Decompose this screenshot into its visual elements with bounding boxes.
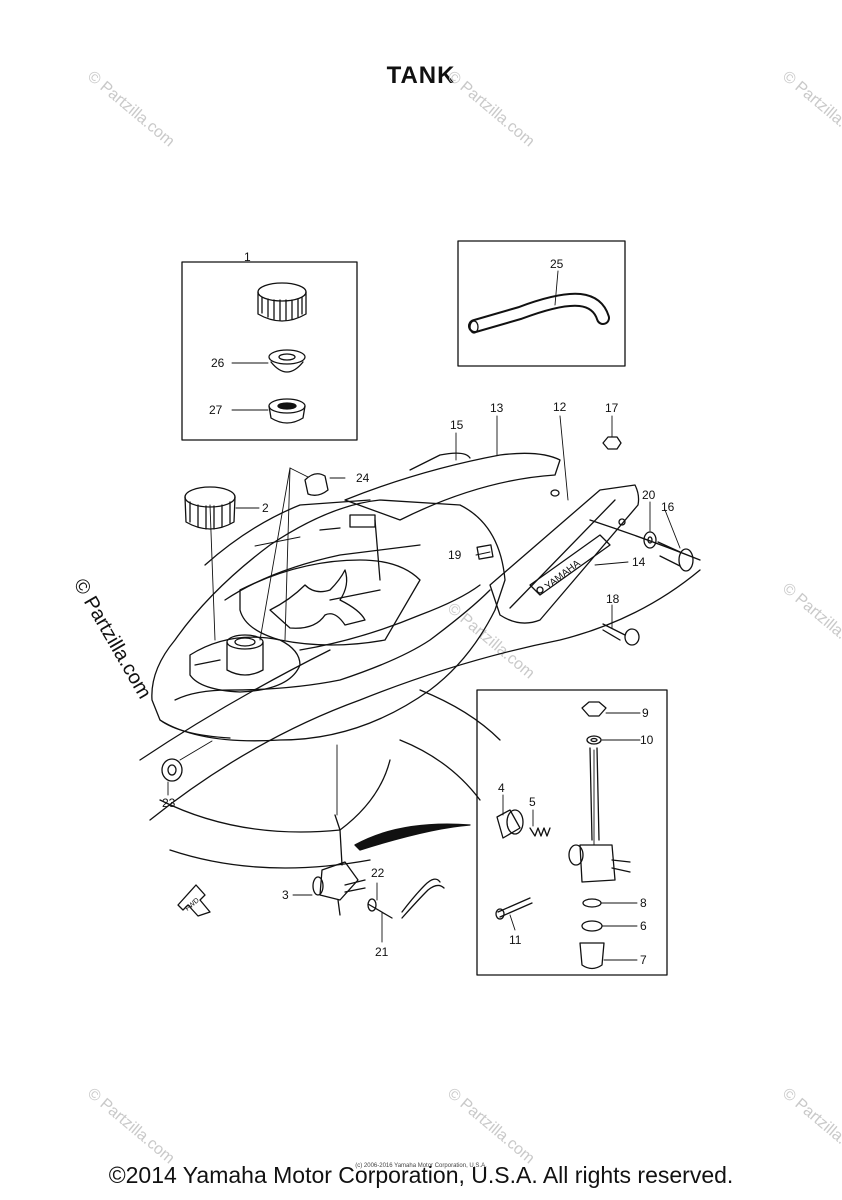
callout-16: 16 bbox=[661, 500, 675, 514]
copyright-footer: ©2014 Yamaha Motor Corporation, U.S.A. A… bbox=[108, 1162, 734, 1188]
callout-12: 12 bbox=[553, 400, 567, 414]
callout-7: 7 bbox=[640, 953, 647, 967]
callout-6: 6 bbox=[640, 919, 647, 933]
small-print: (c) 2006-2016 Yamaha Motor Corporation, … bbox=[355, 1163, 487, 1169]
callout-27: 27 bbox=[209, 403, 223, 417]
callout-8: 8 bbox=[640, 896, 647, 910]
callout-21: 21 bbox=[375, 945, 389, 959]
callout-19: 19 bbox=[448, 548, 462, 562]
callout-3: 3 bbox=[282, 888, 289, 902]
inset-box-cap bbox=[181, 261, 358, 441]
leader-lines bbox=[167, 270, 681, 961]
callout-5: 5 bbox=[529, 795, 536, 809]
fuel-tank bbox=[151, 452, 561, 742]
callout-15: 15 bbox=[450, 418, 464, 432]
page-title: TANK bbox=[386, 62, 456, 89]
callout-25: 25 bbox=[550, 257, 564, 271]
inset-box-fuel-cock bbox=[476, 689, 668, 976]
hull-outline bbox=[139, 519, 701, 869]
callout-20: 20 bbox=[642, 488, 656, 502]
callout-13: 13 bbox=[490, 401, 504, 415]
fwd-arrow bbox=[177, 884, 211, 917]
callout-23: 23 bbox=[162, 796, 176, 810]
side-rail bbox=[489, 484, 640, 624]
callout-11: 11 bbox=[509, 933, 522, 947]
fuel-cock bbox=[312, 814, 471, 919]
callout-14: 14 bbox=[632, 555, 646, 569]
callout-9: 9 bbox=[642, 706, 649, 720]
yamaha-emblem: YAMAHA bbox=[543, 558, 583, 592]
callout-22: 22 bbox=[371, 866, 385, 880]
small-parts bbox=[161, 436, 694, 782]
callout-numbers: 1 2 3 4 5 6 7 8 9 10 11 12 13 14 15 16 1… bbox=[162, 250, 675, 967]
callout-17: 17 bbox=[605, 401, 619, 415]
fuel-cock-parts bbox=[495, 701, 631, 970]
callout-26: 26 bbox=[211, 356, 225, 370]
callout-1: 1 bbox=[244, 250, 251, 264]
filler-cap-assembly bbox=[257, 282, 307, 424]
callout-18: 18 bbox=[606, 592, 620, 606]
callout-2: 2 bbox=[262, 501, 269, 515]
callout-4: 4 bbox=[498, 781, 505, 795]
callout-10: 10 bbox=[640, 733, 654, 747]
inset-box-hose bbox=[457, 240, 626, 367]
callout-24: 24 bbox=[356, 471, 370, 485]
